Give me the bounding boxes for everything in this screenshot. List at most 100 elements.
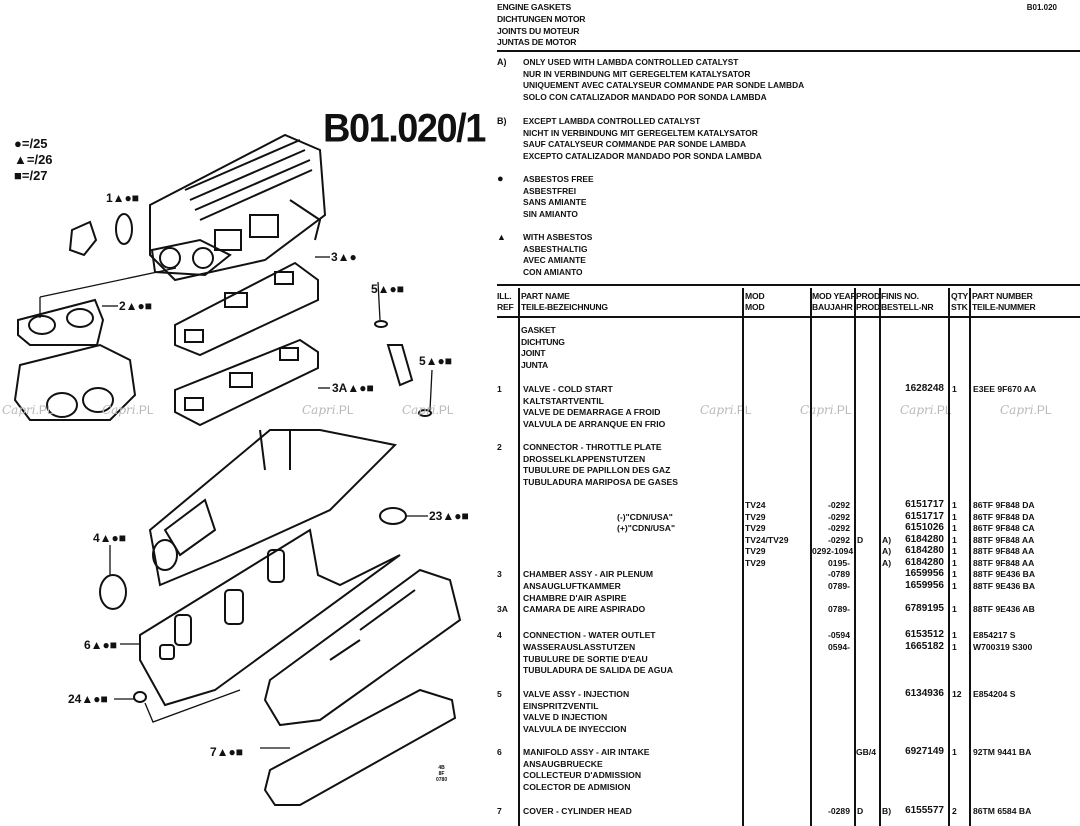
- cell-finis: 6184280: [905, 545, 944, 556]
- divider: [497, 316, 1080, 318]
- cell-qty: 2: [952, 806, 957, 816]
- callout-6: 6▲●■: [84, 638, 118, 652]
- footnote-line: UNIQUEMENT AVEC CATALYSEUR COMMANDE PAR …: [523, 80, 805, 90]
- table-row: ANSAUGBRUECKE: [0, 758, 1080, 770]
- cell-finis: 1659956: [905, 580, 944, 591]
- legend-item-square: ■=/27: [14, 168, 48, 184]
- cell-name: VALVE DE DEMARRAGE A FROID: [523, 407, 661, 417]
- cell-ref: 3A: [497, 604, 508, 614]
- table-row: VALVULA DE INYECCION: [0, 723, 1080, 735]
- header-prod: PROD PROD: [856, 291, 880, 313]
- header-text: FINIS NO.: [881, 291, 919, 301]
- footnote-line: EXCEPT LAMBDA CONTROLLED CATALYST: [523, 116, 701, 126]
- header-text: TEILE-BEZEICHNUNG: [521, 302, 608, 312]
- cell-year: -0292: [828, 523, 850, 533]
- group-heading-line: DICHTUNG: [521, 336, 565, 347]
- cell-year: 0789-: [828, 581, 850, 591]
- column-rule: [810, 288, 812, 826]
- header-ill-ref: ILL. REF: [497, 291, 514, 313]
- plenum-gasket-3: [174, 261, 319, 357]
- header-text: PART NAME: [521, 291, 570, 301]
- cell-qty: 1: [952, 384, 957, 394]
- cell-year: -0292: [828, 511, 850, 522]
- header-text: PART NUMBER: [972, 291, 1033, 301]
- cell-mod: TV29: [745, 546, 766, 556]
- cell-name: VALVE - COLD START: [523, 384, 613, 394]
- header-mod: MOD MOD: [745, 291, 765, 313]
- cell-ref: 5: [497, 689, 502, 699]
- section-title-en: ENGINE GASKETS: [497, 2, 572, 12]
- cell-mod: TV29: [745, 523, 766, 533]
- cell-qty: 1: [952, 500, 957, 510]
- cell-prod: D: [857, 806, 864, 816]
- drawing-reference: 4B 8F 0780: [436, 765, 447, 783]
- plug-24: [133, 691, 147, 703]
- callout-7: 7▲●■: [210, 745, 244, 759]
- cell-name: KALTSTARTVENTIL: [523, 395, 604, 406]
- footnote-line: CON AMIANTO: [523, 266, 583, 277]
- divider: [497, 284, 1080, 286]
- cell-finis: 6151717: [905, 499, 944, 510]
- circle-icon: ●: [14, 136, 22, 151]
- callout-2: 2▲●■: [119, 299, 153, 313]
- callout-3a: 3A▲●■: [332, 381, 374, 395]
- section-title-es: JUNTAS DE MOTOR: [497, 37, 577, 48]
- legend-text: =/27: [21, 168, 48, 183]
- cell-year: -0292: [828, 534, 850, 545]
- diagram-title: B01.020/1: [323, 106, 486, 152]
- cell-name: ANSAUGLUFTKAMMER: [523, 581, 621, 591]
- table-row: TUBULADURA DE SALIDA DE AGUA: [0, 664, 1080, 676]
- header-text: STK: [951, 302, 968, 312]
- engine-parts-drawing: [13, 133, 462, 806]
- footnote-line: SIN AMIANTO: [523, 208, 578, 219]
- watermark: Capri.PL: [1000, 403, 1052, 417]
- cell-name: TUBULURE DE PAPILLON DES GAZ: [523, 465, 671, 475]
- cell-name: VALVE D INJECTION: [523, 712, 608, 722]
- cell-note: A): [882, 534, 892, 545]
- cell-name: VALVE ASSY - INJECTION: [523, 689, 630, 699]
- cell-pn: 88TF 9E436 BA: [973, 581, 1036, 591]
- cell-name: COLLECTEUR D'ADMISSION: [523, 770, 642, 780]
- table-row: VALVE DE DEMARRAGE A FROID: [0, 406, 1080, 418]
- cell-qty: 1: [952, 642, 957, 652]
- watermark: Capri.PL: [900, 403, 952, 417]
- footnote-line: SOLO CON CATALIZADOR MANDADO POR SONDA L…: [523, 91, 767, 102]
- watermark: Capri.PL: [302, 403, 354, 417]
- throttle-plate-gasket: [17, 298, 105, 346]
- cell-qty: 1: [952, 534, 957, 545]
- section-title: ENGINE GASKETS DICHTUNGEN MOTOR JOINTS D…: [497, 2, 586, 49]
- cell-note: B): [882, 806, 892, 816]
- cell-year: 0292-1094: [812, 546, 854, 556]
- cell-name: (-)"CDN/USA": [617, 511, 673, 522]
- cell-year: -0289: [828, 806, 850, 816]
- cell-year: 0594-: [828, 642, 850, 652]
- cell-qty: 1: [952, 569, 957, 579]
- cell-finis: 1665182: [905, 641, 944, 652]
- header-text: PROD: [856, 302, 881, 312]
- footnote-line: EXCEPTO CATALIZADOR MANDADO POR SONDA LA…: [523, 150, 762, 161]
- cell-qty: 1: [952, 557, 957, 568]
- footnote-line: SANS AMIANTE: [523, 197, 587, 207]
- cell-name: CONNECTOR - THROTTLE PLATE: [523, 442, 662, 452]
- cell-name: TUBULURE DE SORTIE D'EAU: [523, 653, 648, 664]
- cell-name: VALVULA DE ARRANQUE EN FRIO: [523, 418, 666, 429]
- header-text: BAUJAHR: [812, 302, 853, 312]
- group-heading-line: GASKET: [521, 325, 556, 335]
- cell-name: (+)"CDN/USA": [617, 523, 676, 533]
- cell-finis: 1628248: [905, 383, 944, 394]
- cell-mod: TV24: [745, 500, 766, 510]
- cell-qty: 1: [952, 546, 957, 556]
- table-row: TUBULURE DE PAPILLON DES GAZ: [0, 464, 1080, 476]
- table-row: DROSSELKLAPPENSTUTZEN: [0, 453, 1080, 465]
- footnote-line: AVEC AMIANTE: [523, 255, 586, 265]
- cell-year: 0789-: [828, 604, 850, 614]
- footnote-key: A): [497, 57, 507, 67]
- cell-name: CHAMBRE D'AIR ASPIRE: [523, 592, 627, 603]
